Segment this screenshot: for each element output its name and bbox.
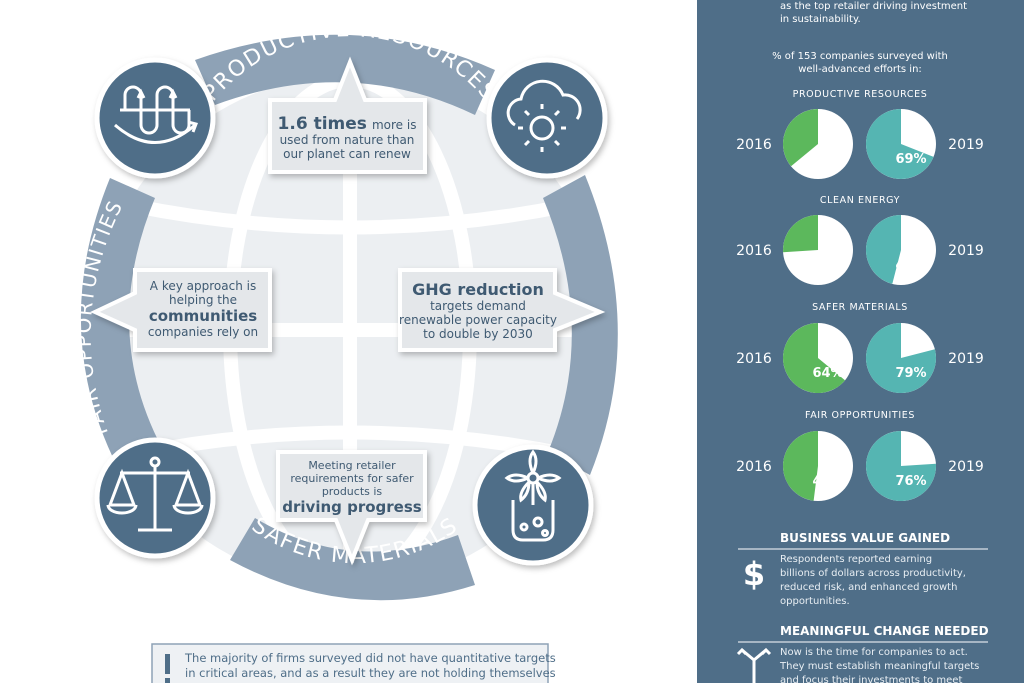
- business-text-3: reduced risk, and enhanced growth: [780, 582, 957, 593]
- year-label-left: 2016: [736, 137, 772, 153]
- pie-data-label: 64%: [812, 366, 843, 381]
- pie-data-label: 76%: [895, 474, 926, 489]
- right-panel: [697, 0, 1024, 683]
- change-text-3: and focus their investments to meet: [780, 675, 962, 683]
- year-label-left: 2016: [736, 459, 772, 475]
- pie-group-title: CLEAN ENERGY: [820, 195, 900, 206]
- pie-slice: [783, 215, 818, 253]
- ring-segment-right: [543, 175, 618, 475]
- callout-fair: A key approach is helping the communitie…: [90, 268, 272, 352]
- fair-opportunities-badge: [94, 437, 216, 559]
- svg-text:communities: communities: [149, 307, 257, 325]
- business-text-2: billions of dollars across productivity,: [780, 568, 966, 579]
- change-title: MEANINGFUL CHANGE NEEDED: [780, 624, 989, 638]
- svg-text:used from nature than: used from nature than: [280, 133, 415, 147]
- pie-charts: PRODUCTIVE RESOURCES 2016 2019 36% 69% CLEAN …: [736, 89, 984, 501]
- change-text-1: Now is the time for companies to act.: [780, 647, 968, 658]
- svg-text:driving progress: driving progress: [282, 498, 422, 516]
- svg-text:A key approach is: A key approach is: [150, 279, 256, 293]
- pie-data-label: 69%: [895, 152, 926, 167]
- year-label-right: 2019: [948, 459, 984, 475]
- flower-beaker-icon: [504, 449, 562, 542]
- svg-text:to double by 2030: to double by 2030: [423, 327, 533, 341]
- direction-arrows-icon: [736, 647, 772, 683]
- svg-text:in critical areas, and as a re: in critical areas, and as a result they …: [185, 666, 556, 680]
- note-box: The majority of firms surveyed did not h…: [151, 643, 556, 683]
- svg-text:companies rely on: companies rely on: [148, 325, 258, 339]
- pie-slice: [782, 431, 818, 501]
- svg-text:our planet can renew: our planet can renew: [283, 147, 411, 161]
- svg-text:products is: products is: [322, 485, 383, 498]
- pie-slice: [865, 215, 901, 284]
- callout-safer: Meeting retailer requirements for safer …: [276, 450, 427, 566]
- pie-slice: [866, 109, 934, 179]
- year-label-right: 2019: [948, 137, 984, 153]
- pie-data-label: 48%: [812, 474, 843, 489]
- pie-data-label: 46%: [895, 258, 926, 273]
- svg-text:1.6 times more is: 1.6 times more is: [278, 114, 417, 134]
- productive-resources-badge: [94, 57, 216, 179]
- dollar-icon: $: [743, 555, 765, 593]
- svg-text:renewable power capacity: renewable power capacity: [399, 313, 557, 327]
- clean-energy-badge: [486, 57, 608, 179]
- intro-text-1: as the top retailer driving investment: [780, 1, 967, 12]
- pie-data-label: 26%: [812, 258, 843, 273]
- scales-icon: [106, 456, 204, 532]
- pie-data-label: 36%: [812, 152, 843, 167]
- business-text-4: opportunities.: [780, 596, 850, 607]
- year-label-right: 2019: [948, 243, 984, 259]
- callout-productive: 1.6 times more is used from nature than …: [268, 56, 427, 174]
- pie-slice: [783, 323, 845, 393]
- circular-flow-icon: [114, 85, 198, 144]
- svg-text:targets demand: targets demand: [430, 299, 526, 313]
- change-text-2: They must establish meaningful targets: [779, 661, 979, 672]
- svg-text:requirements for safer: requirements for safer: [290, 472, 414, 485]
- year-label-right: 2019: [948, 351, 984, 367]
- intro-text-2: in sustainability.: [780, 14, 861, 25]
- svg-text:Meeting retailer: Meeting retailer: [308, 459, 396, 472]
- pie-group-title: SAFER MATERIALS: [812, 302, 908, 313]
- callout-clean: GHG reduction targets demand renewable p…: [398, 268, 606, 352]
- pie-group-title: PRODUCTIVE RESOURCES: [793, 89, 928, 100]
- pie-slice: [866, 431, 936, 501]
- pie-data-label: 79%: [895, 366, 926, 381]
- svg-text:The majority of firms surveyed: The majority of firms surveyed did not h…: [184, 651, 556, 665]
- survey-text-2: well-advanced efforts in:: [798, 64, 922, 75]
- pie-slice: [782, 109, 818, 167]
- business-title: BUSINESS VALUE GAINED: [780, 531, 950, 545]
- business-text-1: Respondents reported earning: [780, 554, 932, 565]
- svg-text:GHG reduction: GHG reduction: [412, 280, 544, 299]
- year-label-left: 2016: [736, 351, 772, 367]
- cloud-sun-icon: [506, 79, 582, 152]
- survey-text-1: % of 153 companies surveyed with: [772, 51, 948, 62]
- pie-group-title: FAIR OPPORTUNITIES: [805, 410, 915, 421]
- pie-slice: [866, 323, 936, 394]
- exclamation-icon: [165, 654, 170, 683]
- svg-text:helping the: helping the: [169, 293, 237, 307]
- safer-materials-badge: [472, 444, 594, 566]
- year-label-left: 2016: [736, 243, 772, 259]
